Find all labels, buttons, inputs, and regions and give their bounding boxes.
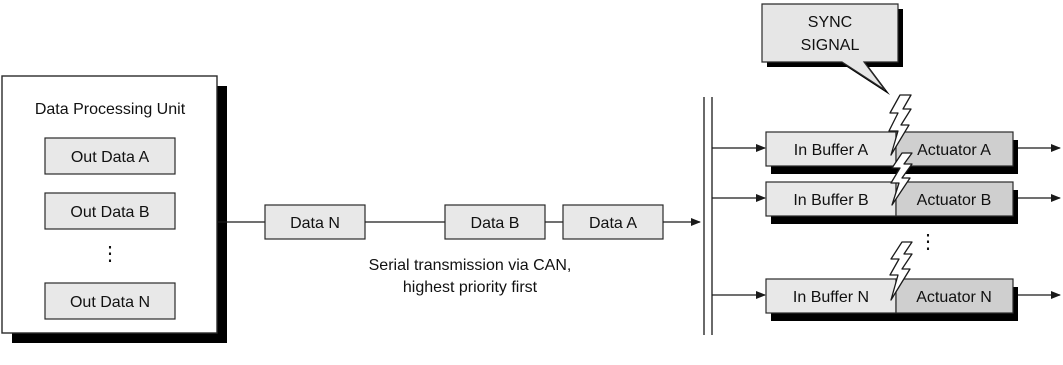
processing-unit-title: Data Processing Unit <box>35 101 186 118</box>
out-data-a-box <box>44 137 176 175</box>
receiver-bus <box>703 97 713 335</box>
actuator-n-label: Actuator N <box>916 289 992 306</box>
in-buffer-b-box <box>765 181 897 217</box>
callout-line-1: SYNC <box>808 14 852 31</box>
in-buffer-n-label: In Buffer N <box>793 289 869 306</box>
packet-data-b-label: Data B <box>471 215 520 232</box>
receiver-a: In Buffer A Actuator A <box>712 131 1061 174</box>
packet-data-n-label: Data N <box>290 215 340 232</box>
callout-line-2: SIGNAL <box>801 37 860 54</box>
out-data-b-label: Out Data B <box>70 204 149 221</box>
in-buffer-n-box <box>765 278 897 314</box>
sync-signal-callout: SYNC SIGNAL <box>761 3 903 95</box>
actuator-b-label: Actuator B <box>917 192 992 209</box>
lightning-bolt-icon <box>888 94 912 156</box>
can-transmission: Data N Data B Data A Serial transmission… <box>217 204 701 296</box>
receiver-ellipsis: ⋮ <box>918 231 938 253</box>
sync-lightning-bolts <box>888 94 913 301</box>
packet-data-a-label: Data A <box>589 215 637 232</box>
in-buffer-a-label: In Buffer A <box>794 142 869 159</box>
out-data-n-box <box>44 282 176 320</box>
receiver-n: In Buffer N Actuator N <box>712 278 1061 321</box>
actuator-b-box <box>895 181 1014 217</box>
actuator-a-label: Actuator A <box>917 142 991 159</box>
actuator-n-box <box>895 278 1014 314</box>
out-data-a-label: Out Data A <box>71 149 150 166</box>
in-buffer-b-label: In Buffer B <box>793 192 868 209</box>
lightning-bolt-icon <box>890 152 913 206</box>
transmission-caption-line-1: Serial transmission via CAN, <box>369 257 572 274</box>
processing-unit-ellipsis: ⋮ <box>100 243 120 265</box>
data-processing-unit: Data Processing Unit Out Data A Out Data… <box>1 75 227 343</box>
packet-data-a <box>562 204 664 240</box>
out-data-b-box <box>44 192 176 230</box>
actuator-a-box <box>895 131 1014 167</box>
lightning-bolt-icon <box>889 241 913 301</box>
receiver-b: In Buffer B Actuator B <box>712 181 1061 224</box>
transmission-caption-line-2: highest priority first <box>403 279 538 296</box>
out-data-n-label: Out Data N <box>70 294 150 311</box>
